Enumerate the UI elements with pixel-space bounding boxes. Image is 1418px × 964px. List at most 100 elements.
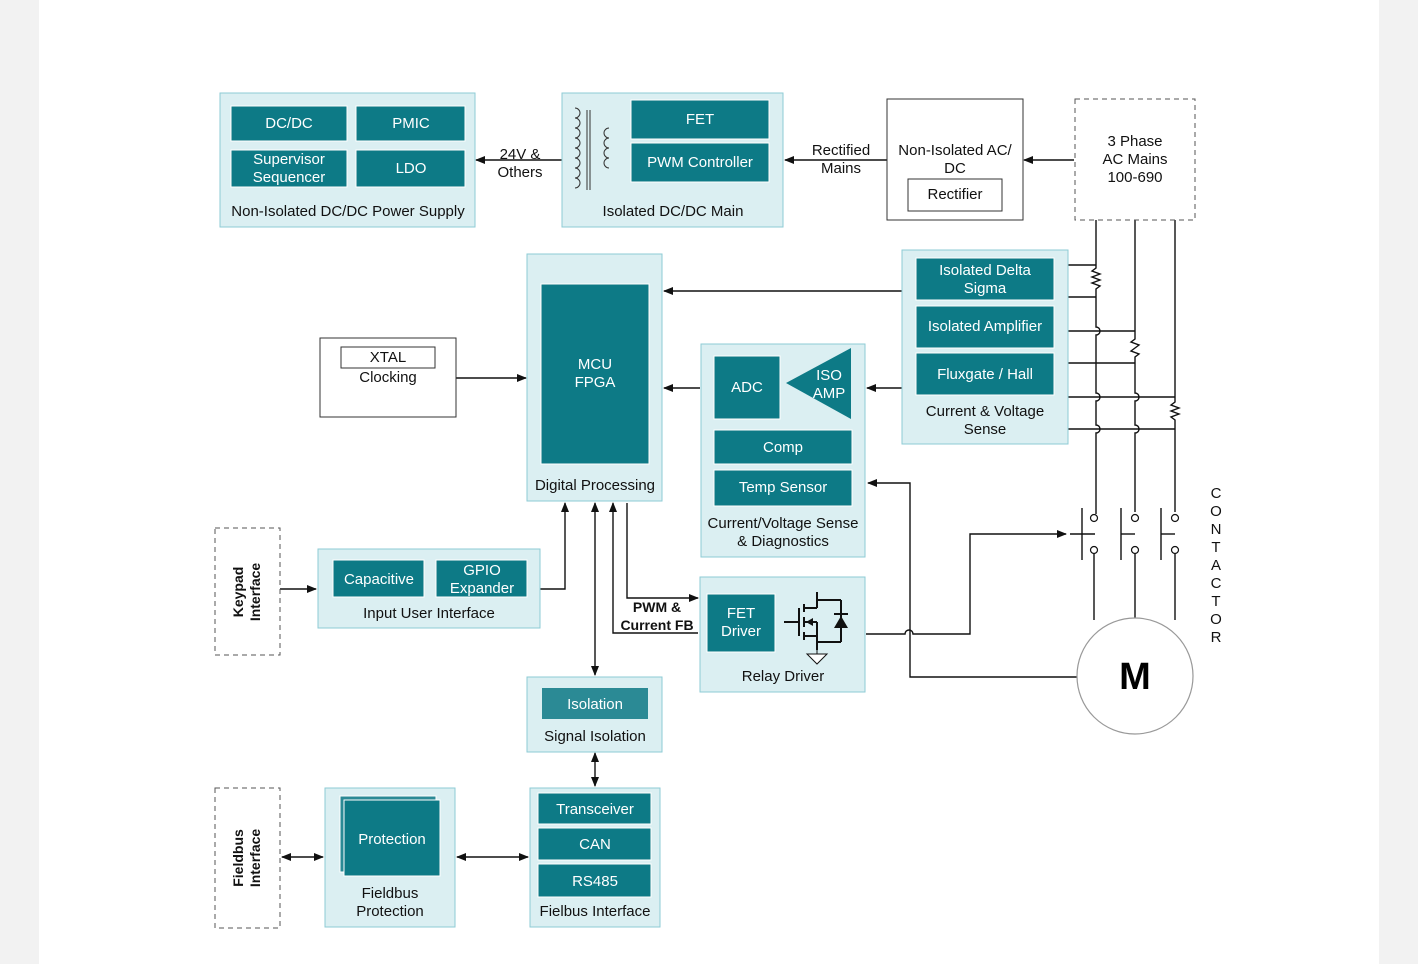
fet-driver-line1: FET bbox=[727, 605, 755, 622]
rectifier-label: Rectifier bbox=[927, 186, 982, 203]
arrow-motor-to-diag bbox=[867, 479, 1078, 678]
pwm-controller-label: PWM Controller bbox=[647, 154, 753, 171]
arrow-currentfb-to-mcu bbox=[609, 502, 698, 634]
keypad-interface-block: Keypad Interface bbox=[214, 527, 281, 656]
isolated-amplifier-block bbox=[915, 305, 1055, 349]
fet-driver-block bbox=[706, 593, 776, 653]
transceiver-label: Transceiver bbox=[556, 801, 634, 818]
adc-block bbox=[713, 355, 781, 420]
fet-driver-line2: Driver bbox=[721, 623, 761, 640]
interface-label: Interface bbox=[247, 563, 263, 622]
fet-label: FET bbox=[686, 111, 714, 128]
digital-processing-block: MCU FPGA Digital Processing bbox=[526, 253, 663, 502]
transformer-icon bbox=[574, 107, 581, 189]
supervisor-label: Supervisor bbox=[253, 151, 325, 168]
contactor-switches bbox=[1070, 508, 1180, 620]
non-isolated-dcdc-title: Non-Isolated DC/DC Power Supply bbox=[231, 203, 465, 220]
fieldbus-protection-title-line1: Fieldbus bbox=[362, 885, 419, 902]
fet-block bbox=[630, 99, 770, 140]
fieldbus-interface-block: Transceiver CAN RS485 Fielbus Interface bbox=[529, 787, 661, 928]
isolated-amplifier-label: Isolated Amplifier bbox=[928, 318, 1042, 335]
relay-driver-title: Relay Driver bbox=[742, 668, 825, 685]
ldo-label: LDO bbox=[396, 160, 427, 177]
can-label: CAN bbox=[579, 836, 611, 853]
acdc-title-line1: Non-Isolated AC/ bbox=[898, 142, 1012, 159]
mcu-label: MCU bbox=[578, 356, 612, 373]
mains-label: Mains bbox=[821, 160, 861, 177]
fieldbus-interface-external: Fieldbus Interface bbox=[214, 787, 281, 929]
sense-title-line2: Sense bbox=[964, 421, 1007, 438]
iso-label: ISO bbox=[816, 367, 842, 384]
rs485-label: RS485 bbox=[572, 873, 618, 890]
expander-label: Expander bbox=[450, 580, 514, 597]
comp-block bbox=[713, 429, 853, 465]
rs485-block bbox=[537, 863, 652, 898]
transceiver-block bbox=[537, 792, 652, 825]
ac-mains-line1: 3 Phase bbox=[1107, 133, 1162, 150]
rectifier-block bbox=[907, 178, 1003, 212]
non-isolated-dcdc-block: DC/DC PMIC Supervisor Sequencer LDO Non-… bbox=[219, 92, 476, 228]
pmic-label: PMIC bbox=[392, 115, 430, 132]
signal-isolation-title: Signal Isolation bbox=[544, 728, 646, 745]
temp-sensor-block bbox=[713, 469, 853, 507]
diagnostics-title-line1: Current/Voltage Sense bbox=[708, 515, 859, 532]
isolation-block bbox=[542, 688, 648, 719]
rectified-label: Rectified bbox=[812, 142, 870, 159]
block-diagram-canvas: DC/DC PMIC Supervisor Sequencer LDO Non-… bbox=[39, 0, 1379, 964]
acdc-title-line2: DC bbox=[944, 160, 966, 177]
pmic-block bbox=[355, 105, 466, 142]
dcdc-label: DC/DC bbox=[265, 115, 313, 132]
arrow-pwm-to-relay bbox=[626, 503, 699, 602]
contactor-label: C O N T A C T O R bbox=[1210, 485, 1222, 646]
dcdc-block bbox=[230, 105, 348, 142]
supervisor-block bbox=[230, 149, 348, 188]
ac-mains-line2: AC Mains bbox=[1102, 151, 1167, 168]
diagnostics-block: ADC ISO AMP Comp Temp Sensor Current/Vol… bbox=[700, 343, 866, 558]
isolated-delta-sigma-block bbox=[915, 257, 1055, 301]
comp-label: Comp bbox=[763, 439, 803, 456]
input-ui-title: Input User Interface bbox=[363, 605, 495, 622]
contactor-letter: T bbox=[1211, 539, 1220, 556]
contactor-letter: C bbox=[1211, 485, 1222, 502]
connections bbox=[280, 156, 1181, 861]
input-user-interface-block: Capacitive GPIO Expander Input User Inte… bbox=[317, 548, 541, 629]
isolated-dcdc-title: Isolated DC/DC Main bbox=[603, 203, 744, 220]
relay-driver-block: FET Driver Relay Driver bbox=[699, 576, 866, 693]
keypad-label: Keypad bbox=[230, 567, 246, 618]
iso-amp-icon bbox=[786, 348, 851, 419]
fieldbus-label: Fieldbus bbox=[230, 829, 246, 887]
fieldbus-protection-block: Protection Fieldbus Protection bbox=[324, 787, 456, 928]
can-block bbox=[537, 827, 652, 861]
clocking-label: Clocking bbox=[359, 369, 417, 386]
phase-line-a bbox=[1090, 220, 1102, 512]
gpio-expander-block bbox=[435, 559, 528, 598]
contactor-letter: C bbox=[1211, 575, 1222, 592]
fluxgate-hall-label: Fluxgate / Hall bbox=[937, 366, 1033, 383]
contactor-letter: R bbox=[1211, 629, 1222, 646]
block-diagram: DC/DC PMIC Supervisor Sequencer LDO Non-… bbox=[214, 92, 1222, 929]
contactor-letter: A bbox=[1211, 557, 1221, 574]
signal-isolation-block: Isolation Signal Isolation bbox=[526, 676, 663, 753]
phase-line-c bbox=[1169, 220, 1181, 512]
mosfet-icon bbox=[784, 592, 848, 665]
fluxgate-hall-block bbox=[915, 352, 1055, 396]
motor-label: M bbox=[1119, 656, 1151, 698]
clocking-block: XTAL Clocking bbox=[319, 337, 457, 418]
current-fb-label: Current FB bbox=[620, 617, 693, 633]
pwm-controller-block bbox=[630, 142, 770, 183]
digital-processing-title: Digital Processing bbox=[535, 477, 655, 494]
pwm-label: PWM & bbox=[633, 599, 681, 615]
contactor-letter: T bbox=[1211, 593, 1220, 610]
capacitive-block bbox=[332, 559, 425, 598]
fpga-label: FPGA bbox=[575, 374, 616, 391]
ldo-block bbox=[355, 149, 466, 188]
amp-label: AMP bbox=[813, 385, 846, 402]
contactor-letter: O bbox=[1210, 503, 1222, 520]
fieldbus-interface-title: Fielbus Interface bbox=[540, 903, 651, 920]
rail-label-24v: 24V & bbox=[500, 146, 541, 163]
delta-sigma-line2: Sigma bbox=[964, 280, 1007, 297]
current-voltage-sense-block: Isolated Delta Sigma Isolated Amplifier … bbox=[901, 249, 1069, 445]
protection-label: Protection bbox=[358, 831, 426, 848]
protection-block bbox=[343, 799, 441, 877]
adc-label: ADC bbox=[731, 379, 763, 396]
